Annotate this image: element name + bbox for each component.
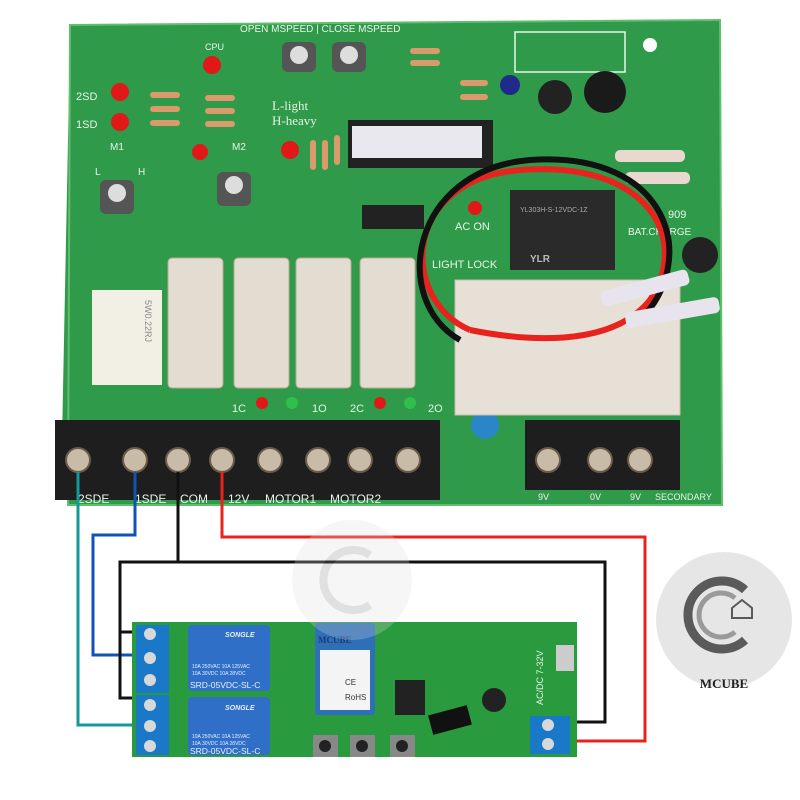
motor-relays: [167, 257, 416, 389]
heavy-label: H-heavy: [272, 113, 317, 128]
m2-label: M2: [232, 142, 246, 153]
sd1-label: 1SD: [76, 119, 97, 131]
ic-chip: [362, 205, 424, 229]
cement-resistor: [92, 290, 162, 385]
terminal-label: COM: [180, 492, 208, 506]
ic-chip: [395, 680, 425, 715]
m1-label: M1: [110, 142, 124, 153]
transformer: [454, 279, 681, 416]
terminal-label: 2SDE: [78, 492, 109, 506]
cpu-label: CPU: [205, 42, 224, 52]
potentiometers: [100, 42, 366, 214]
terminal-label: MOTOR1: [265, 492, 316, 506]
watermark-logo: [292, 520, 412, 640]
relay-part: YL303H-S-12VDC-1Z: [520, 207, 588, 214]
sd2-label: 2SD: [76, 91, 97, 103]
power-relay: [510, 190, 615, 270]
terminal-label: MOTOR2: [330, 492, 381, 506]
capacitor: [482, 688, 506, 712]
terminal-label: 12V: [228, 492, 249, 506]
led-indicators: [111, 56, 482, 409]
wire-red: [220, 472, 647, 743]
relay-brand: YLR: [530, 254, 551, 265]
resistor-label: 5W0.22RJ: [143, 300, 153, 342]
resistors: [150, 48, 690, 184]
capacitor: [538, 80, 572, 114]
relay-brand: SONGLE: [225, 632, 255, 639]
antenna-coil: [428, 705, 472, 735]
usb-port: [556, 645, 574, 671]
terminal-label: 1SDE: [135, 492, 166, 506]
logo-text: MCUBE: [700, 676, 748, 691]
ac-on-label: AC ON: [455, 221, 490, 233]
relay-ratings: 10A 30VDC 10A 28VDC: [192, 741, 246, 747]
power-terminal-label: 0V: [590, 492, 601, 502]
rohs-mark: RoHS: [345, 693, 366, 702]
chip-brand: MCUBE: [318, 635, 352, 645]
relay-ratings: 10A 250VAC 10A 125VAC: [192, 664, 250, 670]
light-label: L-light: [272, 98, 308, 113]
capacitor: [584, 71, 626, 113]
relay-output-label: 1C: [232, 403, 246, 415]
relay-output-label: 1O: [312, 403, 327, 415]
model-label: 909: [668, 209, 686, 221]
relay-brand: SONGLE: [225, 705, 255, 712]
songle-relays: [188, 625, 270, 755]
wire-teal: [76, 472, 140, 727]
blue-capacitor: [471, 411, 499, 439]
light-lock-label: LIGHT LOCK: [432, 259, 498, 271]
power-terminal-label: SECONDARY: [655, 492, 712, 502]
relay-part: SRD-05VDC-SL-C: [190, 746, 260, 756]
power-terminal-label: 9V: [630, 492, 641, 502]
push-buttons[interactable]: [313, 735, 415, 757]
spade-connector: [600, 269, 690, 307]
relay-output-label: 2C: [350, 403, 364, 415]
relay-ratings: 10A 30VDC 10A 28VDC: [192, 671, 246, 677]
power-terminal-label: 9V: [538, 492, 549, 502]
capacitor: [500, 75, 520, 95]
label-box: [514, 31, 626, 73]
h-label: H: [138, 167, 145, 178]
capacitor: [682, 237, 718, 273]
relay-ratings: 10A 250VAC 10A 125VAC: [192, 734, 250, 740]
mcube-logo: [656, 552, 792, 688]
wire-loop-black: [416, 156, 673, 343]
relay-output-label: 2O: [428, 403, 443, 415]
terminal-block: [55, 420, 680, 500]
spade-connector: [625, 297, 720, 328]
relay-part: SRD-05VDC-SL-C: [190, 680, 260, 690]
module-terminal-blocks: [136, 625, 570, 755]
power-label: AC/DC 7-32V: [535, 650, 545, 705]
speed-label: OPEN MSPEED | CLOSE MSPEED: [240, 24, 400, 35]
l-label: L: [95, 167, 101, 178]
ce-mark: CE: [345, 678, 356, 687]
wire-blue: [91, 472, 140, 657]
